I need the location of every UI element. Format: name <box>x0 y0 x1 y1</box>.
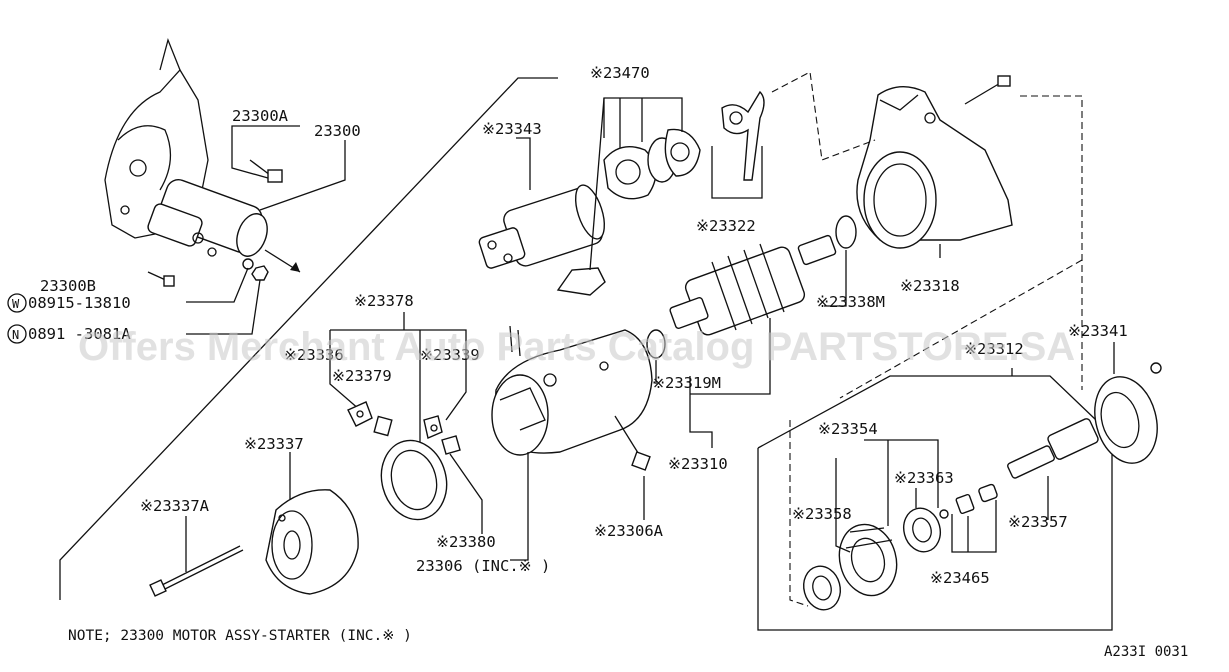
spring-23379 <box>373 415 393 437</box>
nut-symbol-circle <box>7 324 27 344</box>
small-parts-23465 <box>939 483 998 519</box>
label-23338M: ※23338M <box>816 293 885 311</box>
label-23322: ※23322 <box>696 217 756 235</box>
part-23380 <box>441 435 461 455</box>
label-23319M: ※23319M <box>652 374 721 392</box>
label-08915: 08915-13810 <box>28 294 131 312</box>
label-23357: ※23357 <box>1008 513 1068 531</box>
label-23300A: 23300A <box>232 107 289 125</box>
label-23341: ※23341 <box>1068 322 1128 340</box>
shift-lever-23322 <box>721 90 765 181</box>
bearing-23363 <box>903 507 941 553</box>
bearing-ring-left <box>803 565 841 611</box>
rear-cover-23337 <box>265 489 359 595</box>
housing-23341 <box>1094 362 1162 464</box>
nut-symbol: N <box>12 328 19 342</box>
label-23465: ※23465 <box>930 569 990 587</box>
label-23470: ※23470 <box>590 64 650 82</box>
armature-23310 <box>669 234 837 336</box>
solenoid-bracket <box>556 267 606 296</box>
label-23339: ※23339 <box>420 346 480 364</box>
watermark-text: Offers Merchant Auto Parts Catalog PARTS… <box>78 325 1075 369</box>
label-23379: ※23379 <box>332 367 392 385</box>
label-23363: ※23363 <box>894 469 954 487</box>
washer-symbol-circle <box>7 293 27 313</box>
gear-case-23318 <box>856 86 1013 249</box>
gear-case-bolt <box>964 75 1011 105</box>
callout-labels: 23300A 23300 23300B W 08915-13810 N 0891… <box>7 64 1128 587</box>
label-23380: ※23380 <box>436 533 496 551</box>
label-23306: 23306 (INC.※ ) <box>416 557 550 575</box>
brush-23336 <box>347 401 373 427</box>
bolt-23300A <box>249 159 283 183</box>
label-23306A: ※23306A <box>594 522 664 540</box>
label-23312: ※23312 <box>964 340 1024 358</box>
washer-08915 <box>242 258 254 270</box>
pinion-23357 <box>1007 418 1099 479</box>
screw-23306A <box>631 451 651 471</box>
bearing-23338M <box>835 215 857 249</box>
label-23336: ※23336 <box>284 346 344 364</box>
gasket-set-23470 <box>603 128 701 200</box>
label-23343: ※23343 <box>482 120 542 138</box>
label-23337A: ※23337A <box>140 497 210 515</box>
label-23300B: 23300B <box>40 277 96 295</box>
nut-0891 <box>251 265 269 281</box>
label-23300: 23300 <box>314 122 361 140</box>
brush-holder-plate <box>380 439 448 521</box>
label-23337: ※23337 <box>244 435 304 453</box>
yoke-23306 <box>491 325 653 456</box>
brush-23339 <box>423 415 443 439</box>
solenoid-23343 <box>478 184 606 269</box>
label-23358: ※23358 <box>792 505 852 523</box>
starter-mounted-illustration <box>147 179 268 257</box>
label-23354: ※23354 <box>818 420 878 438</box>
through-bolt-23337A <box>149 545 244 597</box>
diagram-code: A233I 0031 <box>1104 644 1188 660</box>
clutch-23358 <box>838 523 898 597</box>
bearing-23319M <box>646 329 666 359</box>
note-text: NOTE; 23300 MOTOR ASSY-STARTER (INC.※ ) <box>68 628 412 644</box>
label-23318: ※23318 <box>900 277 960 295</box>
label-23310: ※23310 <box>668 455 728 473</box>
bolt-23300B <box>147 271 175 287</box>
washer-symbol: W <box>12 297 20 311</box>
label-0891: 0891 -3081A <box>28 325 131 343</box>
label-23378: ※23378 <box>354 292 414 310</box>
